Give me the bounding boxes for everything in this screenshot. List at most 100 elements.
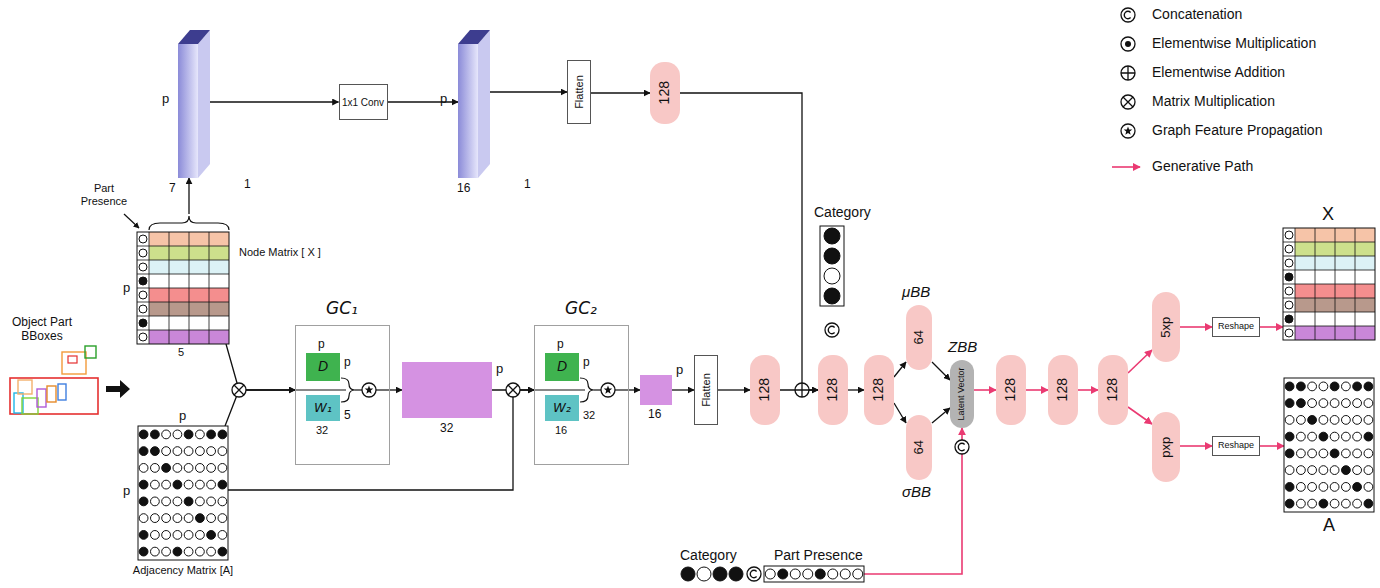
dimension-label: Part Presence bbox=[77, 182, 131, 207]
bbox-illustration bbox=[68, 356, 77, 363]
mean-layer: μBB64 bbox=[906, 305, 932, 370]
dimension-label: p bbox=[123, 484, 130, 499]
dimension-label: 5 bbox=[178, 346, 184, 359]
category-vector bbox=[729, 567, 743, 581]
category-vector bbox=[824, 288, 840, 304]
presence-vector bbox=[790, 569, 800, 579]
brace bbox=[149, 216, 229, 230]
concat-symbol bbox=[955, 440, 969, 454]
fc-layer: 128 bbox=[864, 355, 894, 425]
output-layer: pxp bbox=[1152, 412, 1180, 482]
node-text: 128 bbox=[1003, 378, 1018, 401]
bbox-illustration bbox=[85, 346, 96, 358]
node-text: 64 bbox=[912, 330, 926, 344]
fc-layer: 128 bbox=[1098, 355, 1128, 425]
feature-map: p16 bbox=[640, 375, 672, 405]
category-vector bbox=[681, 567, 695, 581]
latent-vector: ZBBLatent Vector bbox=[950, 360, 974, 428]
node-text: 128 bbox=[871, 378, 886, 401]
category-vector bbox=[713, 567, 727, 581]
gc-internal-wires bbox=[295, 389, 346, 390]
bbox-illustration bbox=[10, 346, 98, 414]
dimension-label: p bbox=[318, 338, 325, 352]
category-vector bbox=[820, 226, 844, 306]
dimension-label: 32 bbox=[316, 424, 328, 437]
concat-symbol bbox=[825, 323, 839, 337]
bbox-illustration bbox=[18, 380, 32, 394]
dimension-label: Node Matrix [ X ] bbox=[239, 246, 321, 259]
feature-map: p32 bbox=[402, 362, 492, 418]
dimension-label: p bbox=[179, 409, 186, 424]
fc-layer: 128 bbox=[750, 355, 780, 425]
dimension-label: 16 bbox=[457, 182, 470, 196]
presence-vector: Part Presence bbox=[764, 566, 864, 582]
node-text: W₁ bbox=[314, 401, 332, 415]
legend-symbols bbox=[1121, 8, 1135, 22]
output-adjacency-matrix: A bbox=[1284, 378, 1374, 512]
node-matrix-grid bbox=[137, 232, 229, 344]
connector bbox=[672, 389, 694, 390]
weight-matrix: W₁532 bbox=[306, 395, 340, 421]
legend-text: Graph Feature Propagation bbox=[1152, 122, 1322, 138]
gc-internal-wires bbox=[341, 378, 355, 402]
reshape-box: Reshape bbox=[1212, 317, 1260, 337]
connector bbox=[680, 93, 818, 390]
generative-connector bbox=[1180, 326, 1212, 328]
dimension-label: p bbox=[557, 338, 564, 352]
dimension-label: ZBB bbox=[948, 338, 977, 355]
gc-block: GC₂pDpW₂3216 bbox=[534, 325, 629, 465]
bbox-illustration bbox=[62, 352, 86, 374]
output-layer: 5xp bbox=[1152, 292, 1180, 362]
input-arrow bbox=[106, 380, 130, 398]
node-text: Latent Vector bbox=[957, 367, 967, 420]
adjacency-matrix: ppAdjacency Matrix [A] bbox=[138, 426, 228, 560]
sigma-layer: 64σBB bbox=[906, 415, 932, 480]
flatten-box: Flatten bbox=[694, 355, 718, 425]
gc-internal-wires bbox=[355, 389, 362, 390]
generative-connector bbox=[1078, 389, 1098, 391]
tensor-slab: p161 bbox=[458, 30, 490, 178]
presence-vector bbox=[828, 569, 838, 579]
generative-connector bbox=[1128, 407, 1152, 424]
dimension-label: Category bbox=[814, 204, 871, 220]
legend-text: Elementwise Multiplication bbox=[1152, 35, 1316, 51]
generative-connector bbox=[1026, 389, 1048, 391]
dimension-label: 32 bbox=[583, 409, 595, 422]
dimension-label: GC₂ bbox=[565, 299, 597, 319]
propagation-symbol bbox=[362, 383, 376, 397]
dimension-label: p bbox=[123, 281, 130, 296]
dimension-label: σBB bbox=[902, 483, 931, 500]
dimension-label: Adjacency Matrix [A] bbox=[124, 564, 242, 577]
category-vector bbox=[824, 268, 840, 284]
dimension-label: p bbox=[162, 92, 169, 107]
node-matrix: Part PresencepNode Matrix [ X ]5 bbox=[137, 232, 229, 344]
connector bbox=[210, 101, 339, 102]
node-text: 128 bbox=[825, 378, 840, 401]
gc-block: GC₁pDpW₁532 bbox=[295, 325, 390, 465]
node-text: 5xp bbox=[1159, 317, 1173, 338]
node-text: Reshape bbox=[1218, 322, 1254, 332]
generative-connector bbox=[974, 389, 996, 391]
tensor-slab bbox=[178, 30, 210, 178]
connector bbox=[490, 91, 567, 92]
leader-arrow bbox=[124, 214, 139, 228]
connector bbox=[894, 403, 906, 423]
generative-connector bbox=[1128, 350, 1152, 373]
legend-symbols bbox=[1112, 8, 1140, 167]
connector bbox=[591, 92, 650, 93]
conv-box: 1x1 Conv bbox=[339, 84, 388, 120]
figure-label: Object Part BBoxes bbox=[6, 316, 78, 344]
connector bbox=[932, 362, 950, 380]
node-text: 64 bbox=[912, 440, 926, 454]
legend-text: Concatenation bbox=[1152, 6, 1242, 22]
dimension-label: 1 bbox=[524, 178, 531, 192]
dimension-label: 5 bbox=[344, 409, 351, 423]
output-adjacency-grid bbox=[1284, 378, 1374, 512]
dimension-label: μBB bbox=[902, 283, 930, 300]
node-text: W₂ bbox=[553, 401, 571, 415]
output-node-grid bbox=[1283, 228, 1375, 340]
node-text: 128 bbox=[657, 81, 672, 104]
presence-vector bbox=[853, 569, 863, 579]
presence-vector bbox=[803, 569, 813, 579]
concat-symbol bbox=[747, 567, 761, 581]
